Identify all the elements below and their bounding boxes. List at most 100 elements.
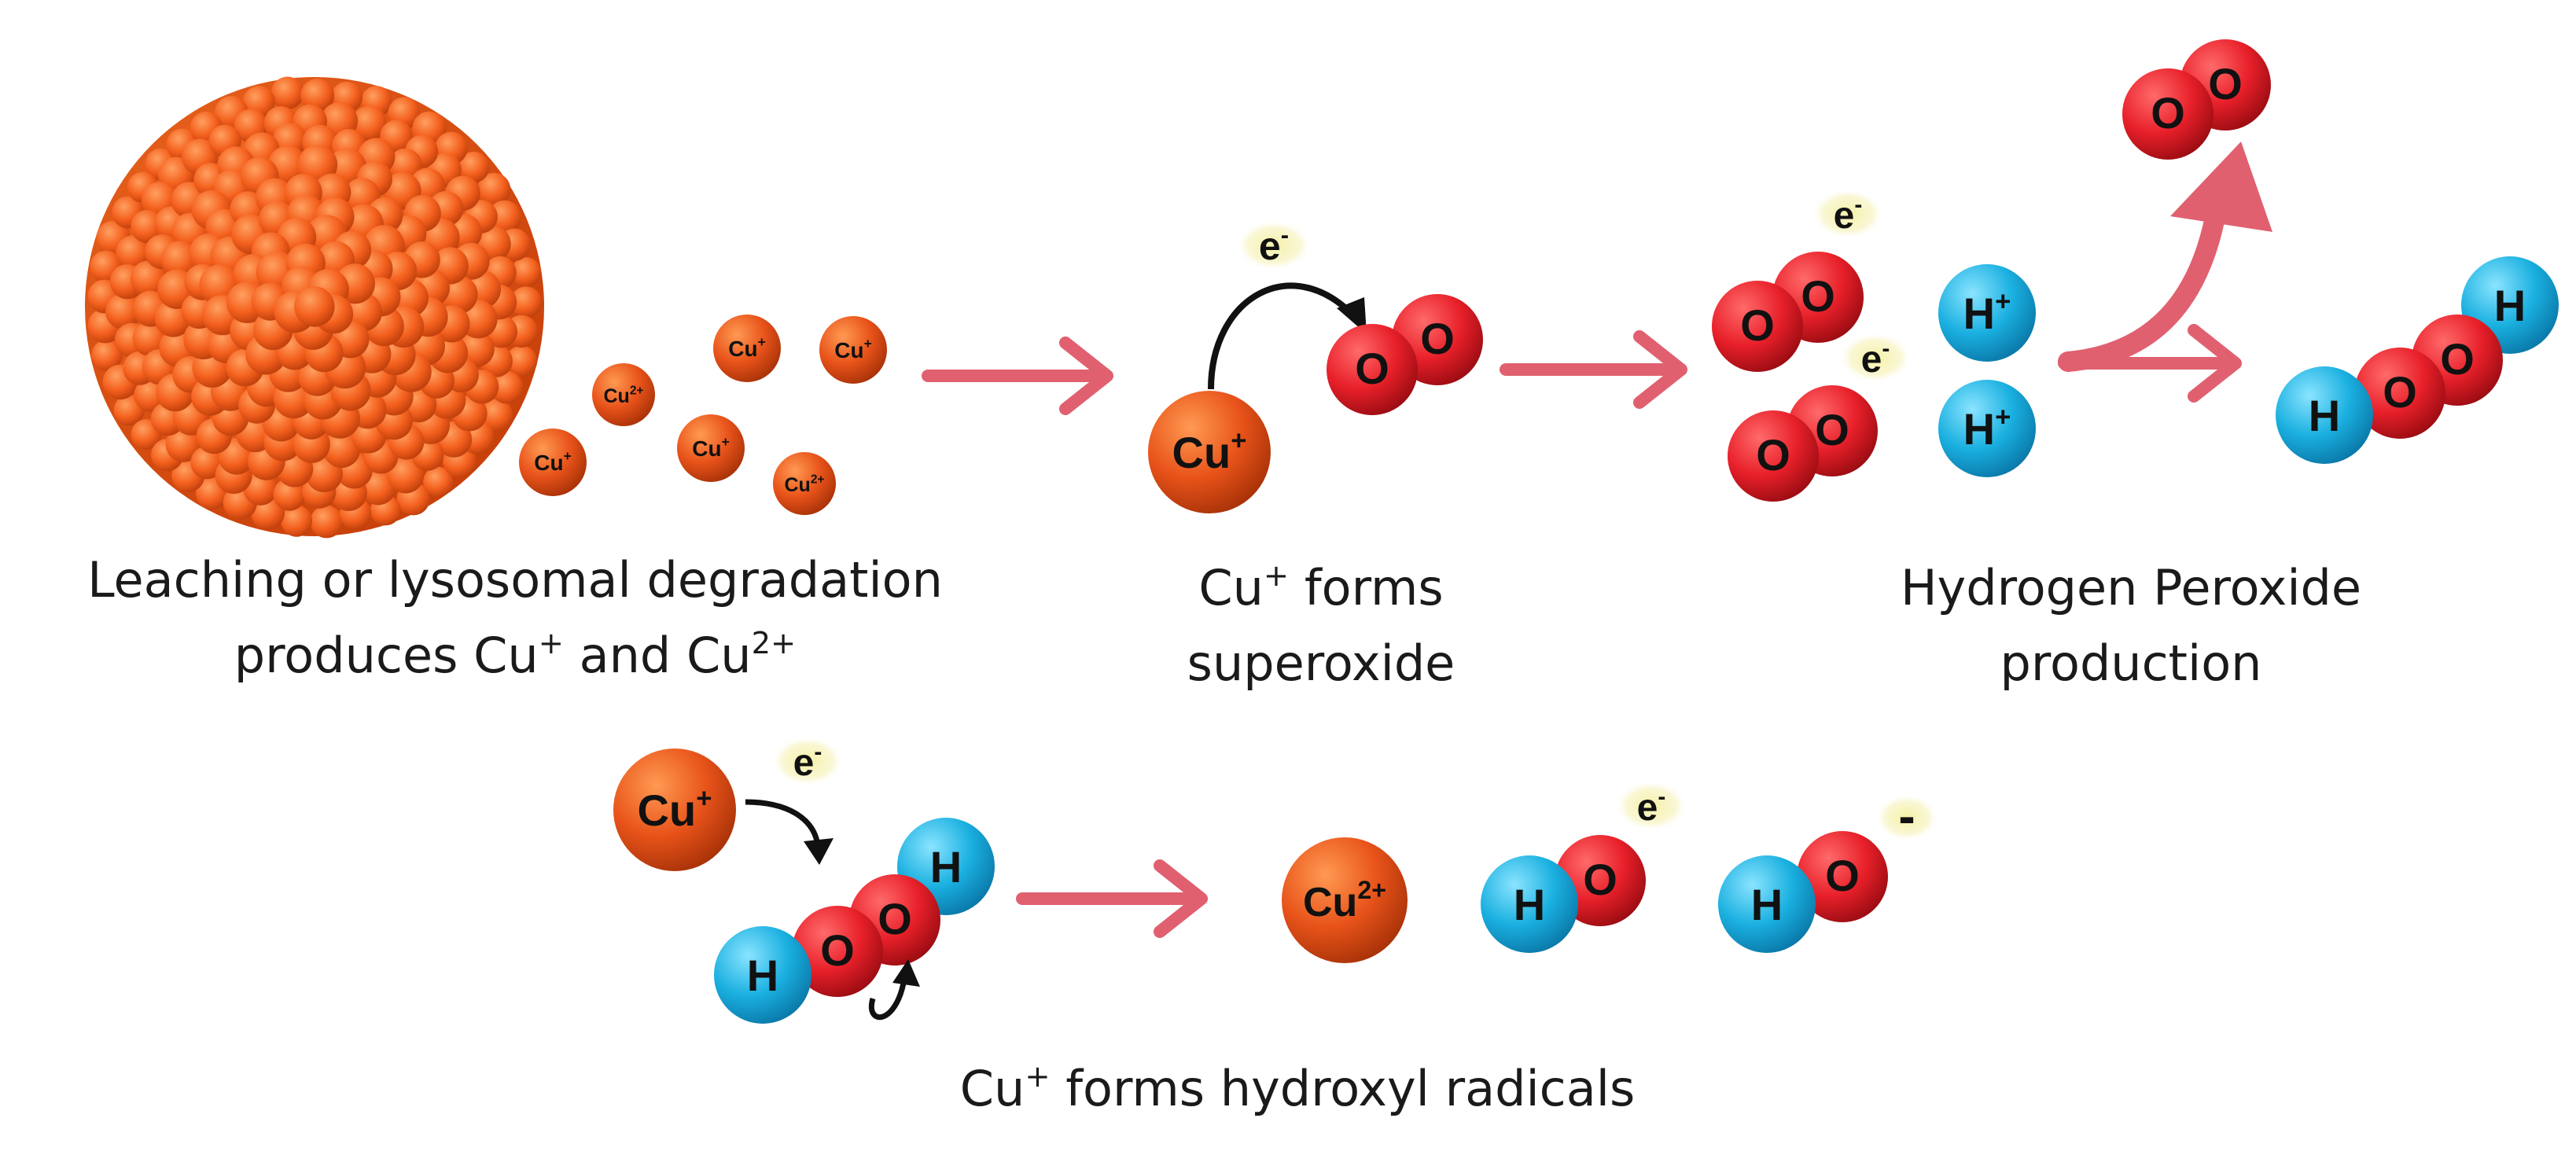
caption-text: forms hydroxyl radicals — [1050, 1060, 1636, 1117]
step3-proton-1: H+ — [1938, 264, 2036, 362]
atom-label: O — [878, 894, 912, 943]
electron-transfer-arrow — [1208, 282, 1367, 390]
ion-cu-plus-3: Cu+ — [677, 414, 745, 482]
atom-label: H+ — [1963, 403, 2011, 454]
caption-text: forms — [1289, 559, 1444, 616]
electron-label: e- — [1637, 784, 1666, 829]
nanoparticle-bead — [105, 293, 142, 329]
oxygen-atom: O — [2354, 348, 2445, 439]
ion-label: Cu2+ — [603, 384, 643, 408]
nanoparticle-bead — [310, 505, 344, 539]
nanoparticle-bead — [281, 505, 313, 537]
electron-label: e- — [1834, 192, 1863, 237]
hydrogen-atom: H — [714, 926, 811, 1024]
nanoparticle-bead — [300, 79, 335, 112]
step3-electron-2: e- — [1839, 333, 1912, 383]
superscript: + — [1025, 1059, 1051, 1095]
caption-step2-line2: superoxide — [1187, 634, 1455, 692]
atom-label: O — [1801, 271, 1835, 321]
hydroxyl-radical: O H e- — [1481, 781, 1687, 953]
arrow-step1-to-step2 — [922, 337, 1113, 415]
atom-label: O — [2383, 367, 2417, 417]
caption-step3: Hydrogen Peroxide production — [1848, 550, 2414, 701]
atom-label: H+ — [1963, 287, 2011, 339]
caption-text: produces Cu — [234, 627, 539, 684]
released-copper-ions: Cu+ Cu+ Cu2+ Cu+ Cu+ Cu2+ — [519, 314, 887, 515]
superscript: 2+ — [751, 626, 797, 662]
caption-text: Cu — [1198, 559, 1264, 616]
nanoparticle-bead — [294, 286, 335, 327]
nanoparticle-bead — [506, 345, 538, 377]
caption-step1-line2: produces Cu+ and Cu2+ — [31, 618, 999, 693]
atom-label: Cu+ — [638, 784, 712, 836]
atom-label: H — [1751, 880, 1783, 929]
nanoparticle-bead — [423, 466, 454, 497]
hydrogen-atom: H — [1718, 855, 1816, 953]
atom-label: Cu+ — [1172, 426, 1247, 478]
step4-cu-plus: Cu+ — [613, 749, 736, 871]
nanoparticle-bead — [480, 399, 513, 432]
hydroxide-ion: O H - — [1718, 788, 1938, 953]
nanoparticle-bead — [488, 200, 521, 234]
ion-label: Cu+ — [834, 336, 871, 362]
nanoparticle-bead — [165, 426, 201, 462]
copper-nanoparticle-cluster — [85, 76, 544, 539]
ion-label: Cu2+ — [784, 473, 824, 497]
caption-step3-line1: Hydrogen Peroxide — [1900, 559, 2362, 616]
caption-text: and Cu — [563, 627, 752, 684]
oxygen-atom: O — [2122, 68, 2214, 160]
nanoparticle-bead — [270, 76, 304, 110]
ion-cu-plus-4: Cu+ — [519, 429, 587, 496]
atom-label: H — [747, 951, 778, 1000]
superscript: + — [538, 626, 564, 662]
atom-label: O — [1355, 344, 1389, 393]
caption-step4: Cu+ forms hydroxyl radicals — [826, 1051, 1769, 1127]
step3-superoxide-1: O O — [1712, 252, 1864, 372]
nanoparticle-bead — [116, 235, 150, 270]
oxygen-atom: O — [1797, 831, 1888, 922]
atom-label: O — [1583, 855, 1617, 904]
step4-electron-transfer-arrow — [745, 799, 834, 865]
step3-proton-2: H+ — [1938, 380, 2036, 477]
released-oxygen-molecule: O O — [2122, 39, 2271, 160]
nanoparticle-bead — [387, 456, 425, 494]
nanoparticle-bead — [511, 257, 542, 288]
arrow-step2-to-step3 — [1500, 330, 1687, 409]
caption-step1: Leaching or lysosomal degradation produc… — [31, 543, 999, 693]
atom-label: O — [1740, 300, 1775, 350]
atom-label: H — [1514, 880, 1545, 929]
step2-oxygen-molecule: O O — [1327, 294, 1483, 415]
step4-electron: e- — [771, 736, 844, 786]
atom-label: O — [820, 925, 855, 975]
ion-cu-plus-2: Cu+ — [819, 316, 887, 384]
electron-label: e- — [1259, 221, 1289, 268]
step4-hydrogen-peroxide: H O O H — [714, 818, 995, 1024]
oxygen-atom: O — [1712, 281, 1803, 372]
curved-arrow-oxygen-release — [2058, 142, 2272, 372]
step3-electron-1: e- — [1812, 189, 1884, 239]
atom-label: H — [930, 842, 962, 892]
ion-cu-plus-1: Cu+ — [713, 314, 781, 382]
hydrogen-peroxide-product: H O O H — [2276, 256, 2559, 464]
nanoparticle-bead — [510, 286, 542, 318]
ion-cu-2plus-2: Cu2+ — [773, 452, 836, 515]
caption-step1-line1: Leaching or lysosomal degradation — [87, 551, 943, 609]
step4-cu-2plus: Cu2+ — [1282, 837, 1408, 963]
caption-step2-line1: Cu+ forms — [1124, 550, 1518, 626]
step3-superoxide-2: O O — [1728, 385, 1878, 502]
atom-label: H — [2309, 391, 2340, 440]
superscript: + — [1263, 558, 1290, 594]
hydrogen-atom: H — [2276, 366, 2373, 464]
ion-cu-2plus-1: Cu2+ — [592, 363, 655, 426]
atom-label: O — [1825, 851, 1860, 900]
atom-label: H — [2494, 281, 2526, 330]
electron-label: e- — [1861, 336, 1890, 381]
caption-text: Cu — [959, 1060, 1025, 1117]
electron-label: e- — [793, 739, 822, 784]
atom-label: O — [2151, 88, 2185, 138]
caption-step4-line: Cu+ forms hydroxyl radicals — [826, 1051, 1769, 1127]
arrow-step4-to-products — [1016, 859, 1208, 938]
reaction-arrows — [922, 324, 2242, 938]
